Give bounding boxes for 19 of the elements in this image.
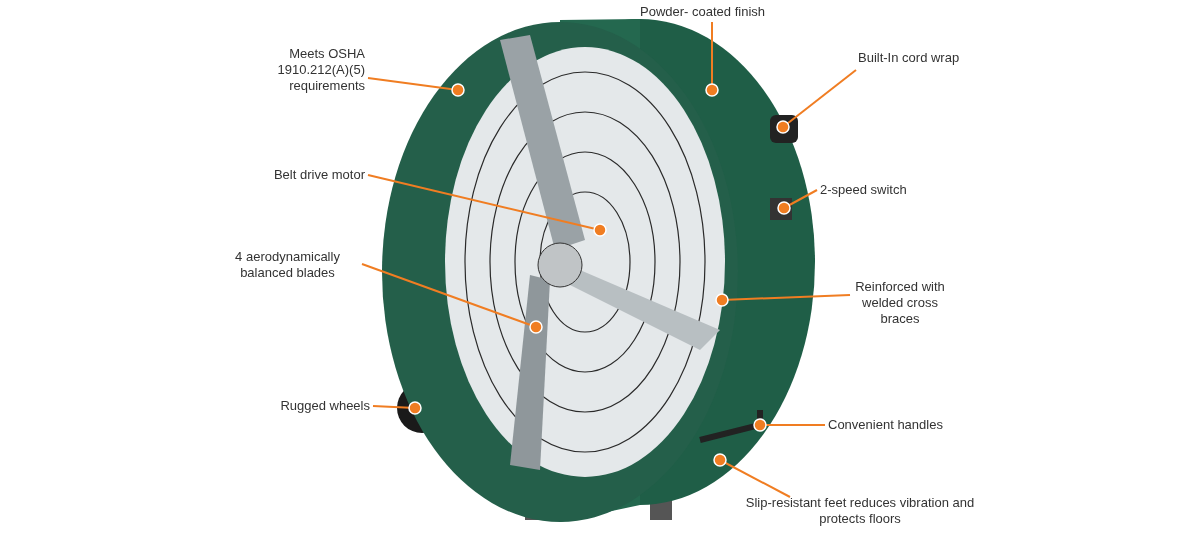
leader-line: [705, 21, 719, 97]
leader-line: [713, 453, 791, 498]
callout-label: 2-speed switch: [820, 182, 950, 198]
callout-label: Convenient handles: [828, 417, 968, 433]
callout-label: Powder- coated finish: [640, 4, 810, 20]
callout-label: Built-In cord wrap: [858, 50, 998, 66]
callout-label: Meets OSHA 1910.212(A)(5) requirements: [250, 46, 365, 94]
leader-line: [372, 401, 422, 415]
leader-line: [367, 174, 607, 237]
leader-line: [776, 69, 857, 134]
leader-line: [715, 293, 851, 307]
leader-line: [367, 77, 465, 97]
callout-label: Belt drive motor: [230, 167, 365, 183]
callout-label: 4 aerodynamically balanced blades: [215, 249, 360, 281]
callout-label: Reinforced with welded cross braces: [850, 279, 950, 327]
leader-line: [753, 418, 826, 432]
leader-line: [361, 263, 543, 334]
callout-label: Rugged wheels: [250, 398, 370, 414]
callout-label: Slip-resistant feet reduces vibration and protects floors: [725, 495, 995, 527]
